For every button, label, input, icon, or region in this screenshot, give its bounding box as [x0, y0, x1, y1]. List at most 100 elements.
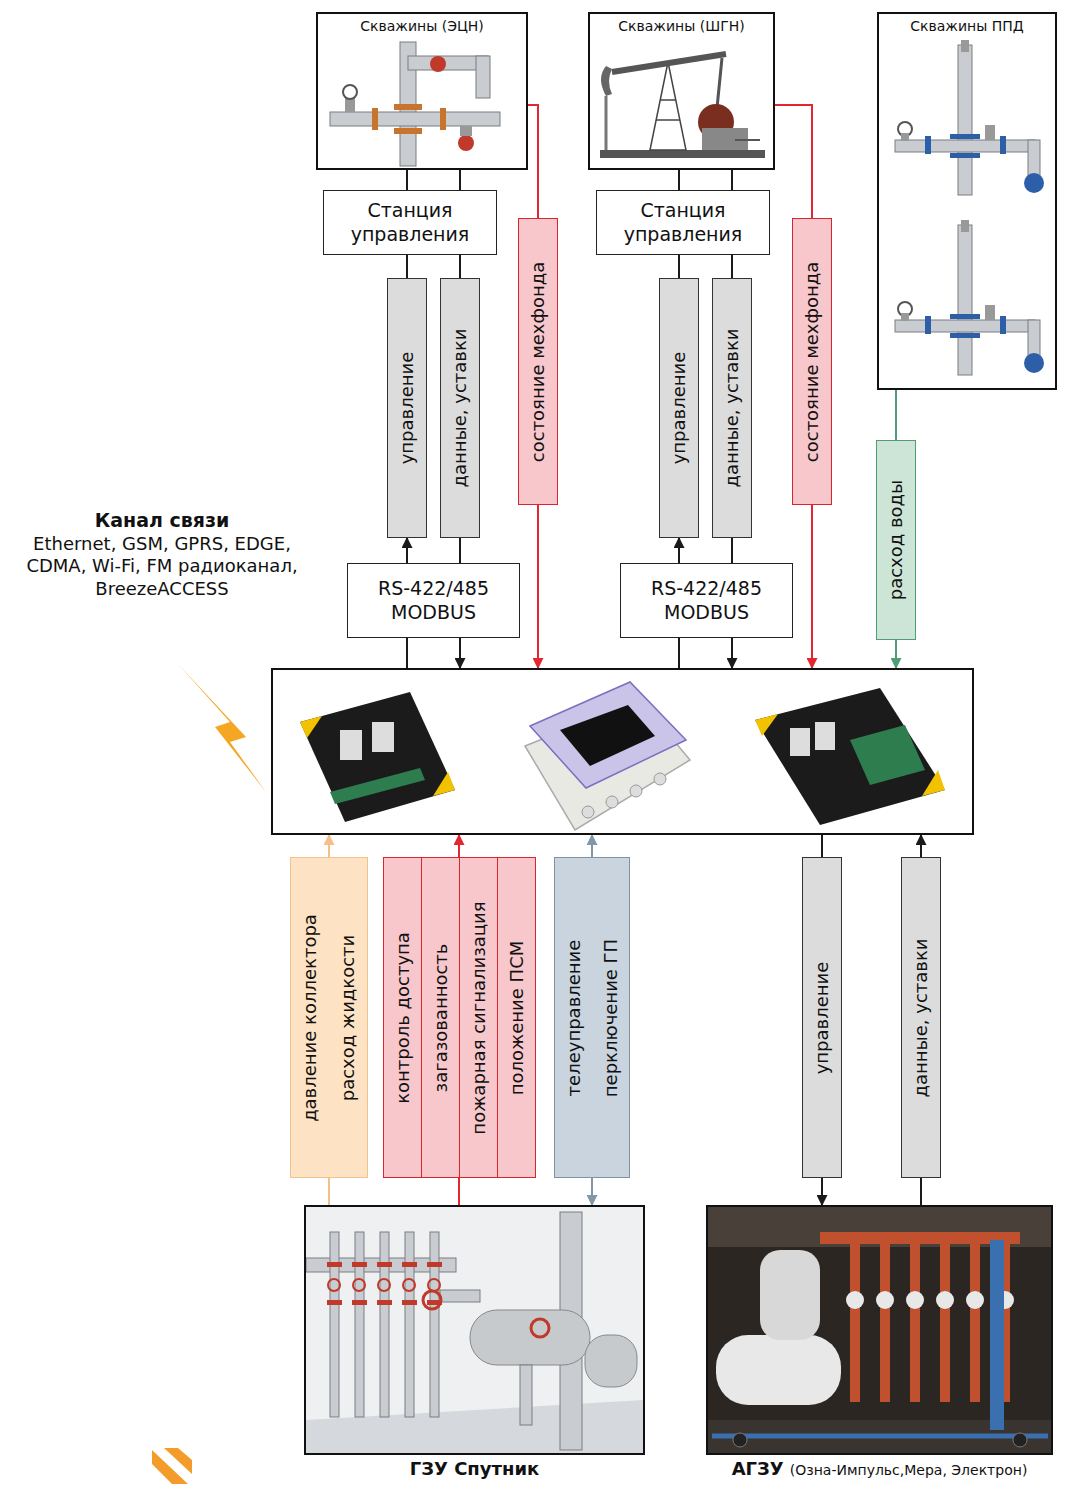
- signal-label: расход воды: [885, 480, 907, 600]
- separator-tank: [716, 1335, 841, 1405]
- connector: [895, 640, 897, 668]
- screen: [560, 705, 655, 766]
- handwheel: [531, 1319, 549, 1337]
- pipe: [355, 1232, 364, 1417]
- handwheel: [403, 1279, 415, 1291]
- signal-label: перключение ГП: [600, 938, 622, 1096]
- polished-rod: [605, 96, 608, 150]
- cable-gland: [582, 806, 594, 818]
- derrick: [650, 62, 686, 150]
- connector: [528, 105, 538, 218]
- band-cell: расход жидкости: [329, 858, 367, 1177]
- signal-label: данные, уставки: [910, 938, 932, 1097]
- handwheel: [343, 85, 357, 99]
- band-cell: давление коллектора: [291, 858, 329, 1177]
- connector: [920, 1178, 922, 1205]
- flange: [352, 1300, 367, 1305]
- signal-label: телеуправление: [563, 939, 585, 1096]
- connector: [920, 835, 922, 857]
- flange: [394, 128, 422, 134]
- box-label: Станция управления: [603, 199, 763, 247]
- background: [708, 1207, 1051, 1453]
- connector: [459, 255, 461, 278]
- valve: [985, 305, 995, 320]
- flange: [372, 108, 378, 130]
- connector: [328, 1178, 330, 1205]
- group-heading: Скважины (ШГН): [590, 18, 773, 35]
- signal-label: положение ПСМ: [506, 940, 528, 1095]
- group-heading: Скважины ППД: [879, 18, 1055, 35]
- band-cell: данные, уставки: [902, 858, 940, 1177]
- connector: [406, 638, 408, 668]
- signal-band: данные, уставки: [901, 857, 941, 1178]
- pipe: [330, 1232, 339, 1417]
- handwheel: [458, 135, 474, 151]
- flange: [352, 1262, 367, 1267]
- flange: [950, 134, 980, 139]
- band-cell: перключение ГП: [592, 858, 629, 1177]
- signal-label: загазованность: [430, 943, 452, 1092]
- flange: [327, 1262, 342, 1267]
- metering-unit-box: ГЗУ Спутник: [304, 1205, 645, 1455]
- connector: [406, 170, 408, 190]
- connector: [731, 538, 733, 563]
- connector: [811, 505, 813, 668]
- handwheel: [328, 1279, 340, 1291]
- band-cell: управление: [388, 279, 426, 537]
- wheel: [733, 1433, 747, 1447]
- signal-band: управление: [659, 278, 699, 538]
- signal-label: управление: [396, 352, 418, 465]
- valve: [901, 133, 909, 141]
- well-group-box: Скважины (ШГН): [588, 12, 775, 170]
- walking-beam: [612, 54, 726, 72]
- flange: [1000, 316, 1006, 334]
- connector: [458, 1178, 460, 1205]
- valve: [460, 126, 472, 136]
- caption-heading: Канал связи: [25, 508, 299, 533]
- pipe: [405, 1232, 414, 1417]
- box-label: RS-422/485 MODBUS: [627, 577, 786, 625]
- flange: [402, 1262, 417, 1267]
- valve: [846, 1291, 864, 1309]
- unit-caption: ГЗУ Спутник: [306, 1458, 643, 1479]
- controller-device: [755, 688, 945, 825]
- component: [815, 722, 835, 750]
- lightning-symbol: [178, 664, 266, 792]
- band-cell: пожарная сигнализация: [459, 858, 497, 1177]
- handwheel: [1024, 353, 1044, 373]
- derrick: [660, 99, 676, 101]
- valve: [876, 1291, 894, 1309]
- signal-label: управление: [668, 352, 690, 465]
- band-cell: контроль доступа: [384, 858, 421, 1177]
- component: [340, 730, 362, 760]
- connector: [458, 835, 460, 857]
- flange: [327, 1300, 342, 1305]
- valve: [901, 313, 909, 321]
- signal-label: данные, уставки: [721, 329, 743, 488]
- signal-band: состояние мехфонда: [792, 218, 832, 505]
- band-cell: управление: [660, 279, 698, 537]
- valve: [345, 98, 355, 112]
- handwheel: [423, 1291, 441, 1309]
- pipe: [910, 1242, 920, 1402]
- pipe: [895, 140, 1035, 152]
- connector: [821, 1178, 823, 1205]
- handwheel: [428, 1279, 440, 1291]
- cable-gland: [630, 785, 642, 797]
- connector: [459, 538, 461, 563]
- connector: [328, 835, 330, 857]
- band-cell: загазованность: [421, 858, 459, 1177]
- flange: [1000, 136, 1006, 154]
- pipe: [380, 1232, 389, 1417]
- unit-label: (Озна-Импульс,Мера, Электрон): [790, 1462, 1028, 1478]
- signal-label: состояние мехфонда: [801, 261, 823, 461]
- signal-label: контроль доступа: [392, 932, 414, 1104]
- flange: [925, 316, 931, 334]
- channel-caption: Канал связиEthernet, GSM, GPRS, EDGE, CD…: [25, 508, 299, 600]
- metering-unit-box: АГЗУ(Озна-Импульс,Мера, Электрон): [706, 1205, 1053, 1455]
- connector: [678, 255, 680, 278]
- signal-band: данные, уставки: [712, 278, 752, 538]
- pipe: [520, 1365, 532, 1425]
- band-cell: состояние мехфонда: [519, 219, 557, 504]
- handwheel: [1024, 173, 1044, 193]
